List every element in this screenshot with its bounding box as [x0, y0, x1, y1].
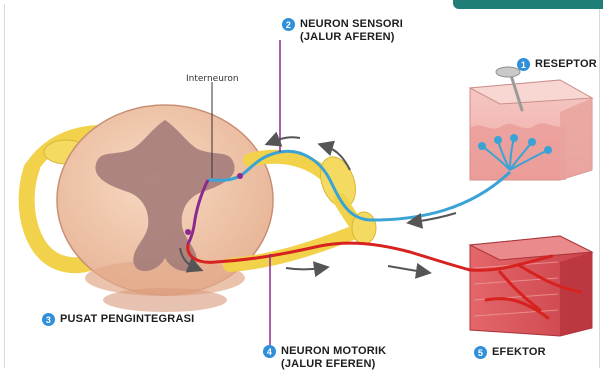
label-text: EFEKTOR: [492, 346, 546, 359]
number-badge: 1: [517, 58, 530, 71]
label-line: (JALUR AFEREN): [300, 31, 403, 44]
label-line: (JALUR EFEREN): [281, 358, 386, 371]
number-badge: 3: [42, 313, 55, 326]
number-badge: 5: [474, 346, 487, 359]
number-badge: 4: [263, 345, 276, 358]
label-pusat-pengintegrasi: 3 PUSAT PENGINTEGRASI: [42, 313, 194, 326]
label-text: PUSAT PENGINTEGRASI: [60, 313, 194, 326]
muscle-block: [470, 236, 592, 336]
label-line: NEURON MOTORIK: [281, 345, 386, 358]
number-badge: 2: [282, 18, 295, 31]
label-reseptor: 1 RESEPTOR: [517, 58, 597, 71]
label-neuron-sensori: 2 NEURON SENSORI (JALUR AFEREN): [282, 18, 403, 44]
label-interneuron: Interneuron: [186, 74, 239, 84]
skin-block: [470, 67, 592, 180]
label-text: RESEPTOR: [535, 58, 597, 71]
label-neuron-motorik: 4 NEURON MOTORIK (JALUR EFEREN): [263, 345, 386, 371]
label-efektor: 5 EFEKTOR: [474, 346, 546, 359]
label-line: NEURON SENSORI: [300, 18, 403, 31]
